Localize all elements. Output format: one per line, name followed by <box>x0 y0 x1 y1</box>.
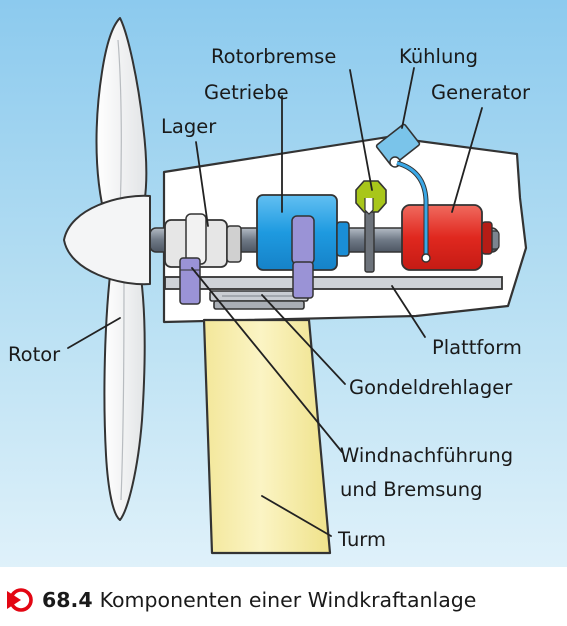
label-rotorbremse: Rotorbremse <box>211 45 336 68</box>
rotor-blades <box>95 17 148 521</box>
gearbox <box>256 194 350 271</box>
label-und-bremsung: und Bremsung <box>340 478 483 501</box>
label-lager: Lager <box>161 115 217 138</box>
rotor-hub <box>63 194 151 286</box>
figure-number: 68.4 <box>42 588 93 612</box>
label-kuehlung: Kühlung <box>399 45 478 68</box>
label-turm: Turm <box>337 528 386 551</box>
label-plattform: Plattform <box>432 336 522 359</box>
generator <box>401 204 493 271</box>
label-getriebe: Getriebe <box>204 81 289 104</box>
figure-caption: 68.4 Komponenten einer Windkraftanlage <box>6 583 476 617</box>
main-bearing <box>164 213 242 268</box>
circled-arrow-icon <box>6 586 34 614</box>
yaw-drive-unit <box>179 257 201 305</box>
wind-turbine-diagram: Rotorbremse Kühlung Getriebe Generator L… <box>0 0 567 567</box>
yaw-bearing <box>209 290 309 310</box>
label-rotor: Rotor <box>8 343 61 366</box>
platform <box>164 276 503 290</box>
label-generator: Generator <box>431 81 531 104</box>
gearbox-mount <box>292 261 314 299</box>
label-gondeldrehlager: Gondeldrehlager <box>349 376 513 399</box>
cooling-unit <box>375 123 431 263</box>
figure-caption-text: Komponenten einer Windkraftanlage <box>99 588 477 612</box>
label-windnachfuehrung: Windnachführung <box>340 444 513 467</box>
tower <box>202 318 332 555</box>
leader-lines <box>67 67 483 537</box>
rotor-brake <box>355 180 387 273</box>
